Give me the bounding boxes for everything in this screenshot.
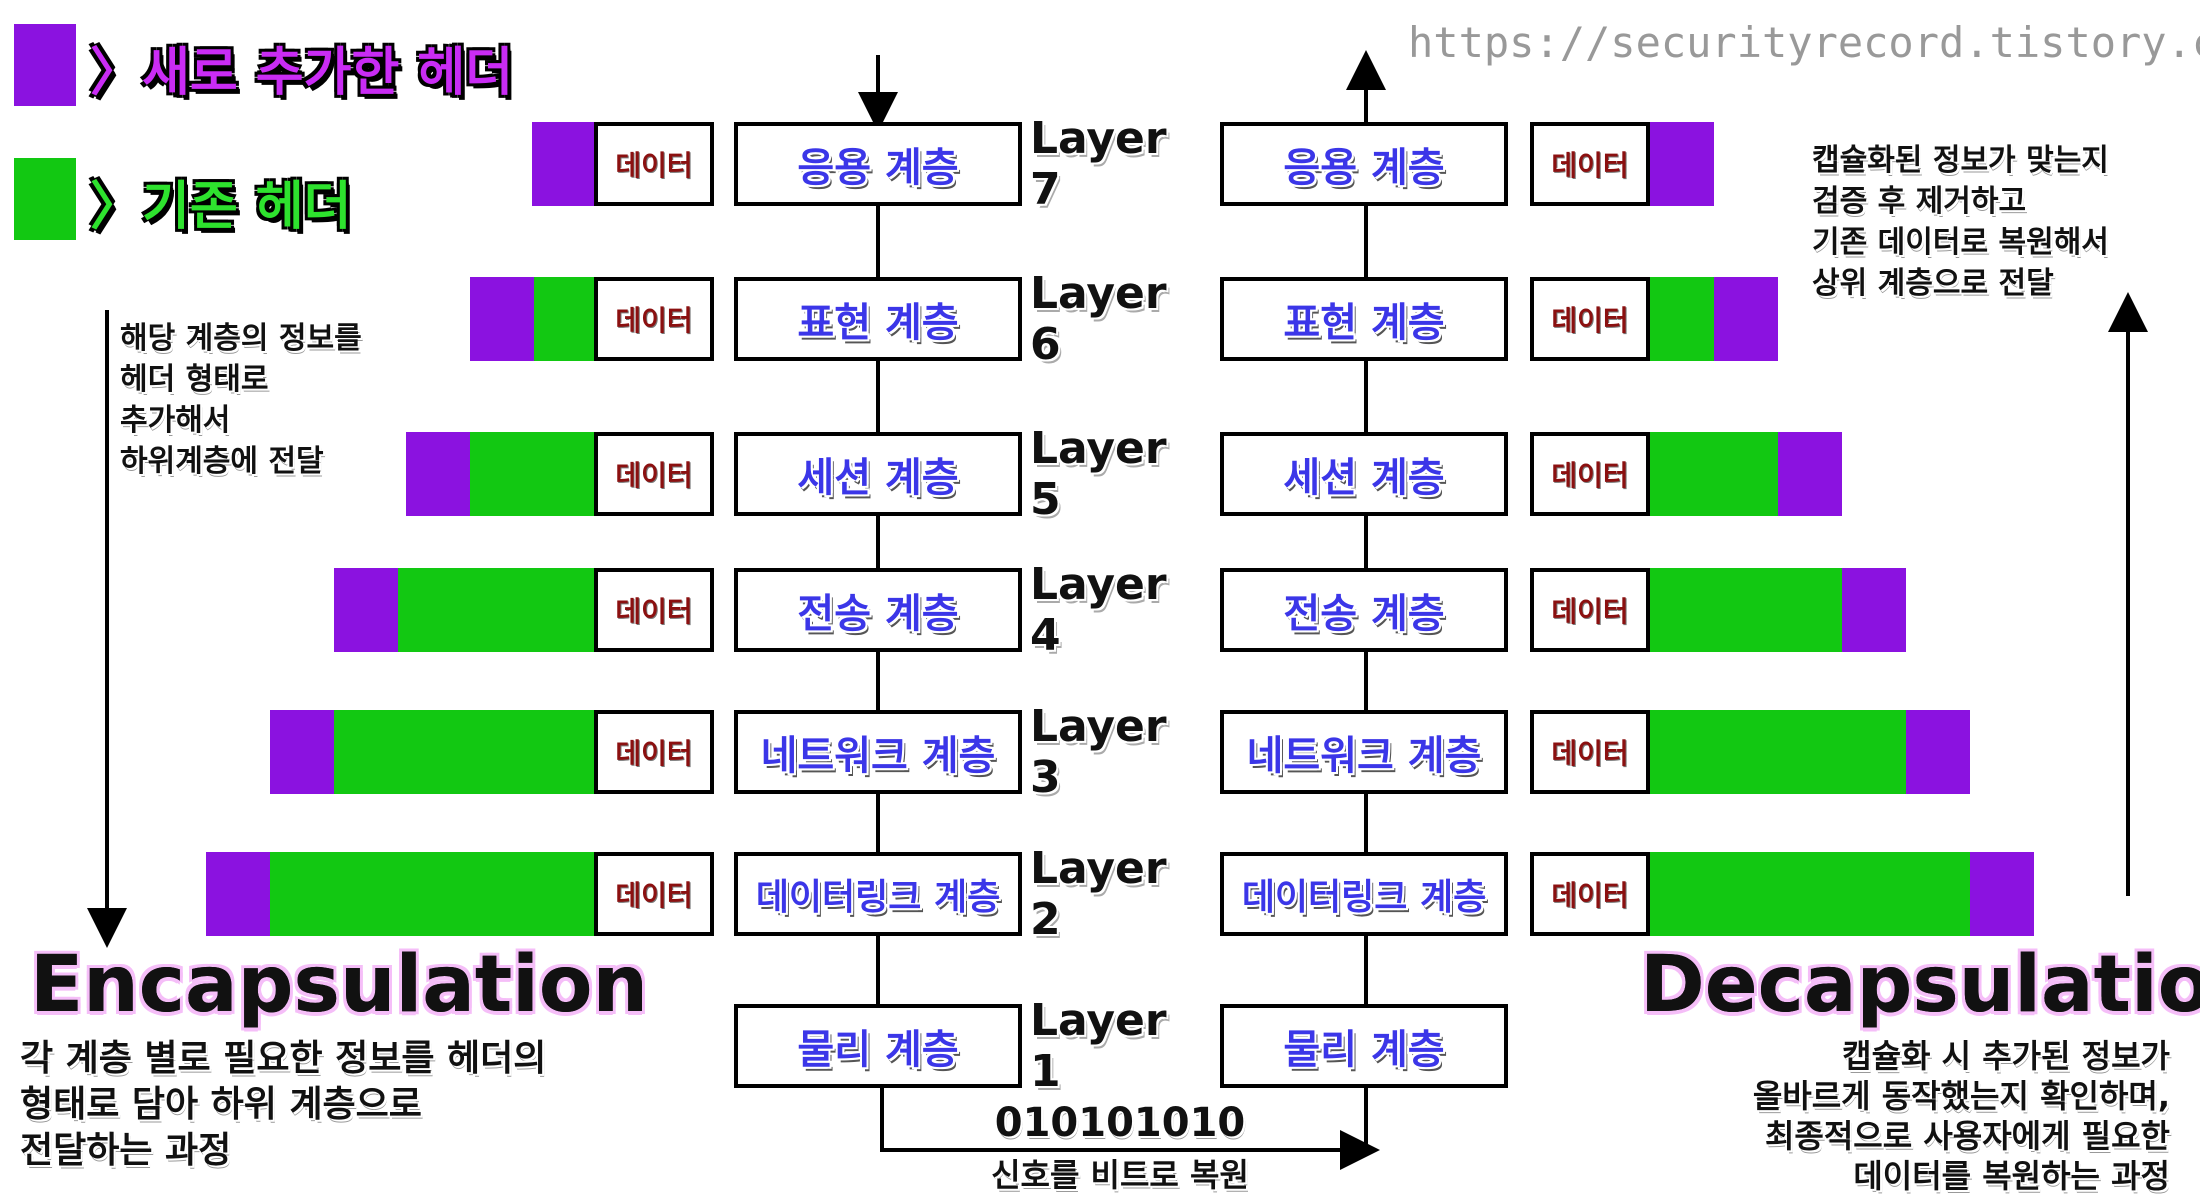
existing-header-swatch	[14, 158, 76, 240]
presentation-layer-left: 표현 계층	[734, 277, 1022, 361]
bit-caption: 신호를 비트로 복원	[991, 1156, 1249, 1194]
data-block: 데이터	[594, 277, 714, 361]
layer-2-label: Layer 2	[1030, 843, 1167, 945]
application-layer-left: 응용 계층	[734, 122, 1022, 206]
network-layer-right: 네트워크 계층	[1220, 710, 1508, 794]
new-header-block	[406, 432, 470, 516]
data-block: 데이터	[594, 852, 714, 936]
data-block: 데이터	[1530, 710, 1650, 794]
new-header-block	[1778, 432, 1842, 516]
new-header-block	[470, 277, 534, 361]
data-block: 데이터	[1530, 122, 1650, 206]
layer-3-label: Layer 3	[1030, 701, 1167, 803]
existing-header-block	[1650, 852, 1970, 936]
bit-stream: 010101010	[994, 1100, 1246, 1146]
existing-header-block	[1650, 432, 1778, 516]
existing-header-block	[398, 568, 596, 652]
new-header-block	[206, 852, 270, 936]
legend-existing-header: 〉기존 헤더	[90, 177, 352, 237]
encapsulation-description: 각 계층 별로 필요한 정보를 헤더의 형태로 담아 하위 계층으로 전달하는 …	[20, 1038, 547, 1171]
decapsulation-description: 캡슐화 시 추가된 정보가 올바르게 동작했는지 확인하며, 최종적으로 사용자…	[1752, 1037, 2170, 1195]
datalink-layer-right: 데이터링크 계층	[1220, 852, 1508, 936]
transport-layer-right: 전송 계층	[1220, 568, 1508, 652]
new-header-block	[334, 568, 398, 652]
decapsulation-title: Decapsulation	[1640, 940, 2200, 1030]
new-header-block	[1714, 277, 1778, 361]
new-header-block	[1650, 122, 1714, 206]
encapsulation-title: Encapsulation	[30, 940, 648, 1030]
data-block: 데이터	[594, 568, 714, 652]
layer-1-label: Layer 1	[1030, 995, 1167, 1097]
presentation-layer-right: 표현 계층	[1220, 277, 1508, 361]
datalink-layer-left: 데이터링크 계층	[734, 852, 1022, 936]
decapsulation-note: 캡슐화된 정보가 맞는지 검증 후 제거하고 기존 데이터로 복원해서 상위 계…	[1812, 143, 2109, 301]
physical-layer-right: 물리 계층	[1220, 1004, 1508, 1088]
legend-new-header: 〉새로 추가한 헤더	[90, 43, 514, 103]
new-header-swatch	[14, 24, 76, 106]
session-layer-left: 세션 계층	[734, 432, 1022, 516]
layer-7-label: Layer 7	[1030, 113, 1167, 215]
data-block: 데이터	[1530, 568, 1650, 652]
data-block: 데이터	[1530, 432, 1650, 516]
existing-header-block	[470, 432, 596, 516]
layer-4-label: Layer 4	[1030, 559, 1167, 661]
data-block: 데이터	[594, 122, 714, 206]
physical-layer-left: 물리 계층	[734, 1004, 1022, 1088]
encapsulation-note: 해당 계층의 정보를 헤더 형태로 추가해서 하위계층에 전달	[120, 321, 362, 479]
existing-header-block	[1650, 710, 1906, 794]
existing-header-block	[270, 852, 596, 936]
session-layer-right: 세션 계층	[1220, 432, 1508, 516]
layer-5-label: Layer 5	[1030, 423, 1167, 525]
data-block: 데이터	[594, 710, 714, 794]
transport-layer-left: 전송 계층	[734, 568, 1022, 652]
data-block: 데이터	[1530, 277, 1650, 361]
new-header-block	[1842, 568, 1906, 652]
existing-header-block	[334, 710, 596, 794]
existing-header-block	[1650, 568, 1842, 652]
new-header-block	[1906, 710, 1970, 794]
existing-header-block	[534, 277, 596, 361]
source-url[interactable]: https://securityrecord.tistory.com/	[1408, 18, 2200, 67]
data-block: 데이터	[1530, 852, 1650, 936]
data-block: 데이터	[594, 432, 714, 516]
layer-6-label: Layer 6	[1030, 268, 1167, 370]
new-header-block	[270, 710, 334, 794]
application-layer-right: 응용 계층	[1220, 122, 1508, 206]
new-header-block	[1970, 852, 2034, 936]
new-header-block	[532, 122, 596, 206]
network-layer-left: 네트워크 계층	[734, 710, 1022, 794]
existing-header-block	[1650, 277, 1714, 361]
